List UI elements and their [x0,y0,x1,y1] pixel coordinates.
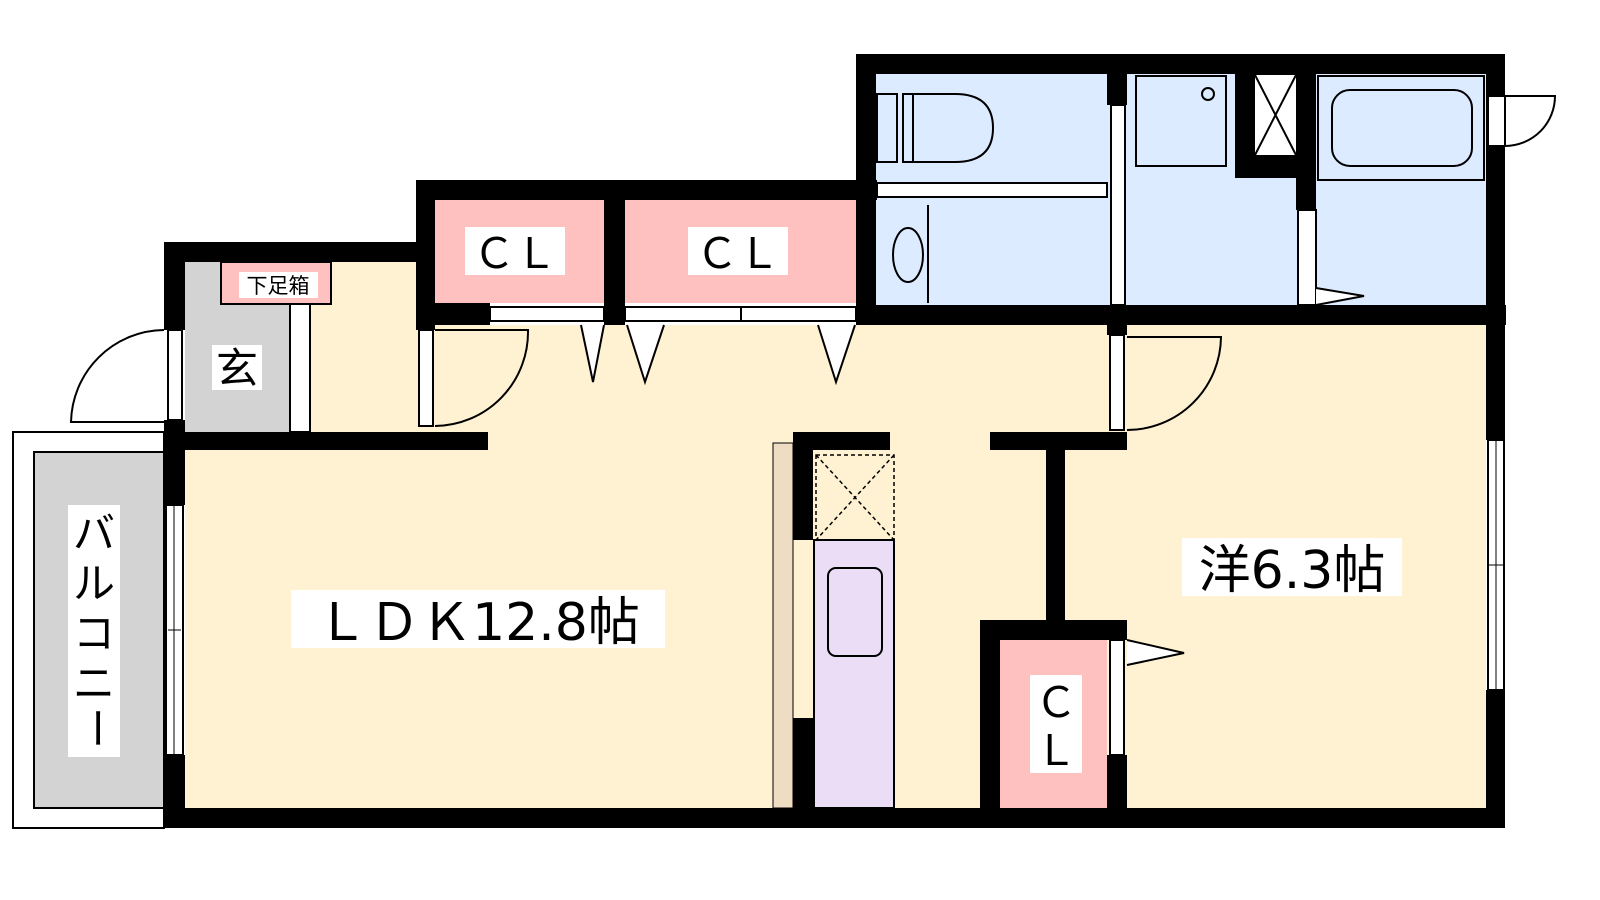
closet-1-door[interactable] [489,306,605,322]
toilet-door[interactable] [876,182,1108,198]
western-room-window [1487,439,1505,691]
washbasin-icon [892,205,929,303]
western-room-door[interactable] [1109,334,1223,431]
shoe-box-label: 下足箱 [247,274,310,298]
balcony-label-2: ル [73,559,115,608]
hall-door[interactable] [418,329,530,427]
bathroom-door-swing [1315,287,1365,306]
closet-3-label-c: Ｃ [1035,678,1077,727]
closet-2-label: ＣＬ [696,229,780,278]
toilet-icon [876,93,995,163]
bathroom-door[interactable] [1297,209,1317,306]
balcony-label-4: ニ [73,659,115,708]
closet-3-label-l: Ｌ [1035,726,1077,775]
entrance-label: 玄 [216,344,258,393]
closet-door-swings [580,324,856,386]
front-door[interactable] [69,329,183,423]
ldk-label: ＬＤＫ12.8帖 [316,593,640,653]
closet-3-door[interactable] [1109,639,1185,756]
stove-icon [815,454,895,541]
kitchen-back-counter [772,442,794,809]
bath-window [1487,95,1557,147]
balcony-label-5: ー [72,707,121,749]
bathtub-icon [1317,75,1485,181]
balcony-label-3: コ [73,609,115,658]
walls [164,54,1506,828]
balcony-label-1: バ [73,509,115,558]
laundry-door[interactable] [1110,104,1126,306]
sink-icon [827,567,883,657]
washing-machine-icon [1135,75,1227,167]
entrance-step [289,303,311,433]
closet-1-label: ＣＬ [473,229,557,278]
western-room-label: 洋6.3帖 [1199,541,1386,601]
ldk-window [165,504,184,756]
